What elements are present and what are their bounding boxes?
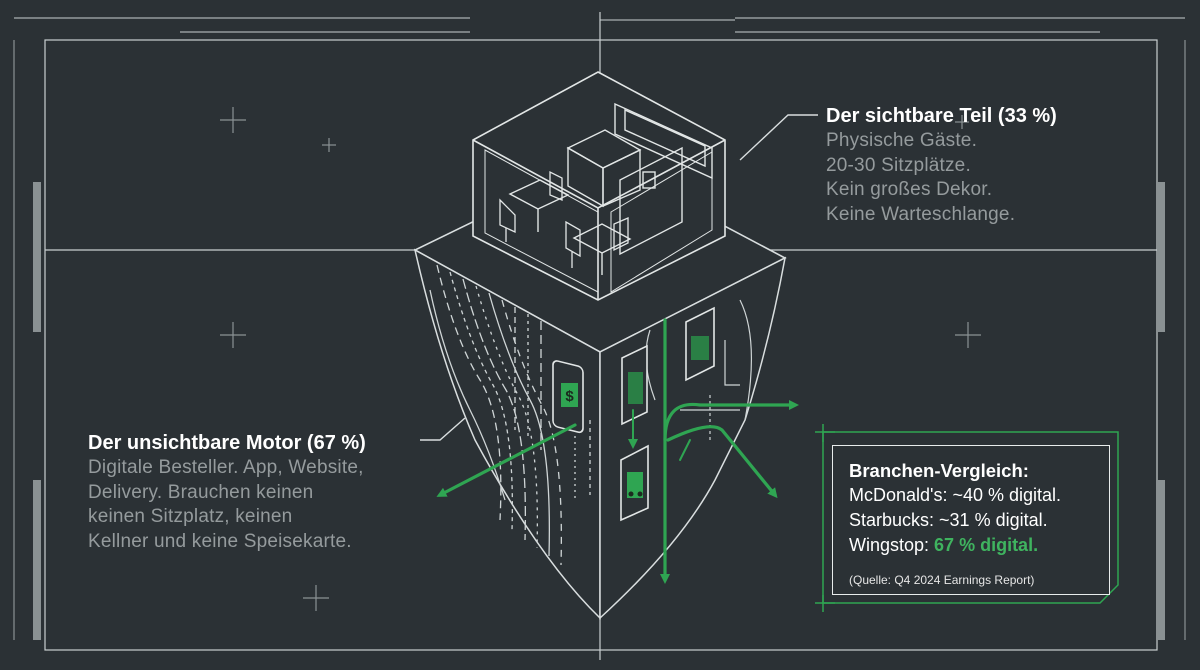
crosshair-marks [220, 107, 981, 611]
chair-icon [499, 170, 629, 268]
invisible-part-title: Der unsichtbare Motor (67 %) [88, 432, 366, 454]
invisible-part-line: Digitale Besteller. App, Website, [88, 457, 364, 478]
counter-icon [566, 102, 713, 256]
invisible-part-label: Der unsichtbare Motor (67 %) Digitale Be… [88, 430, 448, 554]
invisible-part-line: keinen Sitzplatz, keinen [88, 506, 293, 527]
svg-text:$: $ [565, 388, 574, 405]
delivery-scooter-icon [627, 472, 643, 498]
phone-icon [685, 306, 715, 382]
wingstop-prefix: Wingstop: [849, 535, 935, 555]
comparison-box: Branchen-Vergleich: McDonald's: ~40 % di… [832, 445, 1110, 595]
comparison-row-wingstop: Wingstop: 67 % digital. [849, 533, 1109, 558]
visible-part-line: Physische Gäste. [826, 130, 978, 151]
distribution-arrows [436, 318, 799, 584]
visible-part-label: Der sichtbare Teil (33 %) Physische Gäst… [826, 103, 1126, 227]
wingstop-highlight: 67 % digital. [934, 535, 1039, 555]
visible-part-title: Der sichtbare Teil (33 %) [826, 105, 1057, 127]
frame-side-bars [33, 182, 1165, 640]
comparison-row-mcdonalds: McDonald's: ~40 % digital. [849, 485, 1062, 505]
dollar-icon: $ [561, 383, 578, 407]
cafe-table-icon [508, 179, 632, 275]
visible-part-line: Kein großes Dekor. [826, 179, 993, 200]
comparison-source: (Quelle: Q4 2024 Earnings Report) [849, 573, 1035, 587]
invisible-part-line: Kellner und keine Speisekarte. [88, 530, 352, 552]
visible-part-line: 20-30 Sitzplätze. [826, 154, 971, 176]
invisible-part-line: Delivery. Brauchen keinen [88, 481, 314, 503]
cafe-room [472, 71, 726, 301]
comparison-row-starbucks: Starbucks: ~31 % digital. [849, 510, 1048, 530]
visible-part-line: Keine Warteschlange. [826, 203, 1016, 225]
leader-lines [420, 114, 818, 441]
phone-icon [621, 344, 648, 426]
comparison-title: Branchen-Vergleich: [849, 460, 1029, 481]
